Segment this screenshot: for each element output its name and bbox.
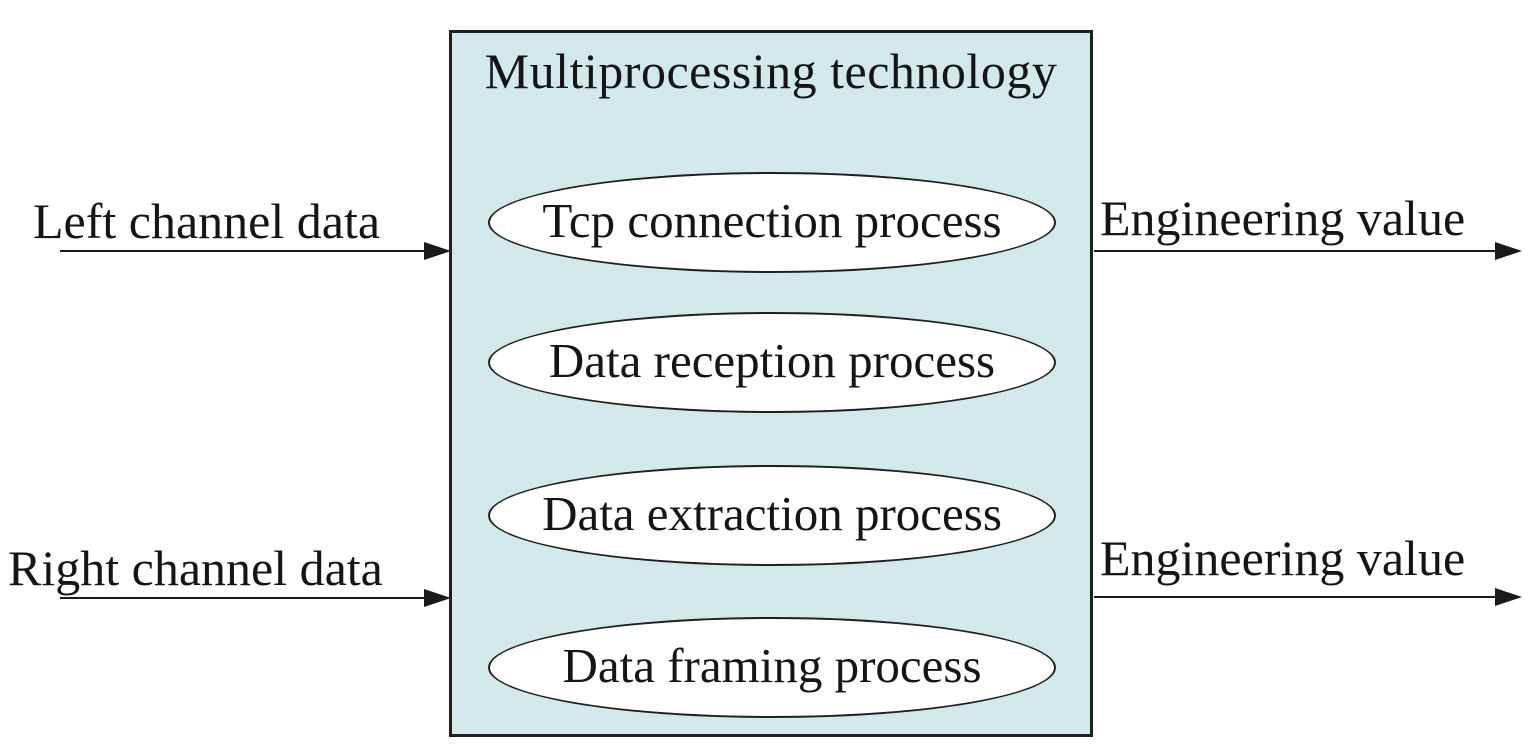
right-channel-data-label: Right channel data (8, 540, 383, 596)
multiprocessing-box: Multiprocessing technology Tcp connectio… (449, 30, 1093, 737)
engineering-value-label-bottom: Engineering value (1100, 530, 1466, 586)
arrow-right-icon (424, 589, 451, 607)
arrow-line (60, 250, 424, 252)
process-node-label: Tcp connection process (542, 193, 1002, 248)
process-node-data-framing: Data framing process (488, 617, 1056, 718)
left-channel-data-label: Left channel data (33, 193, 381, 249)
process-node-data-reception: Data reception process (488, 312, 1056, 413)
arrow-line (1094, 596, 1495, 598)
arrow-right-icon (424, 242, 451, 260)
arrow-line (60, 597, 424, 599)
arrow-right-icon (1495, 242, 1522, 260)
multiprocessing-box-title: Multiprocessing technology (484, 43, 1058, 99)
arrow-right-icon (1495, 588, 1522, 606)
process-node-label: Data framing process (562, 638, 982, 693)
arrow-line (1094, 250, 1495, 252)
engineering-value-label-top: Engineering value (1100, 190, 1466, 246)
process-node-data-extraction: Data extraction process (488, 465, 1056, 566)
process-node-tcp-connection: Tcp connection process (488, 172, 1056, 273)
process-node-label: Data reception process (548, 333, 996, 388)
process-node-label: Data extraction process (542, 486, 1002, 541)
